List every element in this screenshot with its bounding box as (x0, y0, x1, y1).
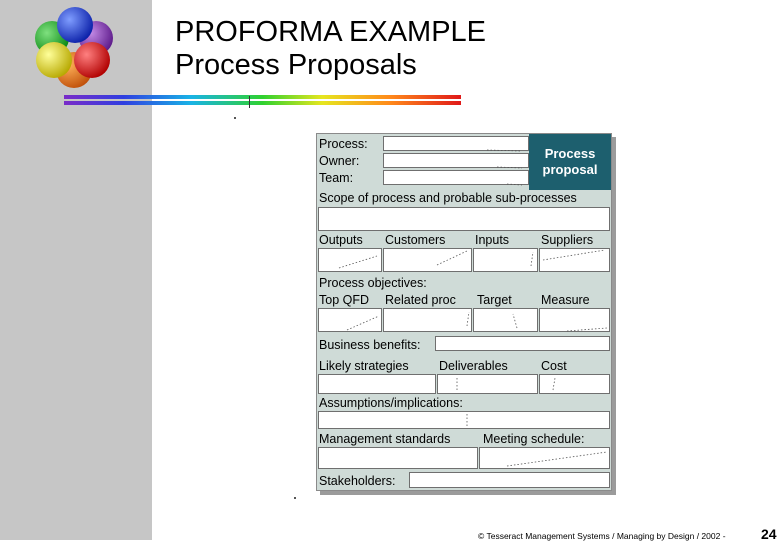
process-field[interactable] (383, 136, 529, 151)
strategies-field[interactable] (318, 374, 436, 394)
speck (294, 497, 296, 499)
owner-label: Owner: (319, 154, 360, 168)
color-spheres-logo-icon (35, 7, 113, 88)
process-proposal-badge: Process proposal (529, 134, 611, 190)
benefits-field[interactable] (435, 336, 610, 351)
objectives-label: Process objectives: (319, 276, 427, 290)
scope-label: Scope of process and probable sub-proces… (319, 191, 577, 205)
inputs-field[interactable] (473, 248, 538, 272)
footer-copyright: © Tesseract Management Systems / Managin… (478, 531, 726, 541)
speck (234, 117, 236, 119)
deliverables-field[interactable] (437, 374, 538, 394)
title-line-2: Process Proposals (175, 49, 417, 81)
suppliers-label: Suppliers (541, 233, 594, 247)
meeting-schedule-field[interactable] (479, 447, 610, 469)
related-proc-label: Related proc (385, 293, 456, 307)
owner-field[interactable] (383, 153, 529, 168)
measure-label: Measure (541, 293, 590, 307)
top-qfd-label: Top QFD (319, 293, 370, 307)
related-proc-field[interactable] (383, 308, 472, 332)
meeting-schedule-label: Meeting schedule: (483, 432, 585, 446)
scope-field[interactable] (318, 207, 610, 231)
cost-label: Cost (541, 359, 567, 373)
process-proposal-form: Process proposal Process: Owner: Team: S… (316, 133, 612, 491)
mgmt-standards-field[interactable] (318, 447, 478, 469)
outputs-field[interactable] (318, 248, 382, 272)
strategies-label: Likely strategies (319, 359, 409, 373)
divider-tick (249, 96, 250, 108)
target-field[interactable] (473, 308, 538, 332)
assumptions-field[interactable] (318, 411, 610, 429)
team-label: Team: (319, 171, 354, 185)
slide-title: PROFORMA EXAMPLE Process Proposals (175, 16, 486, 82)
customers-label: Customers (385, 233, 446, 247)
mgmt-standards-label: Management standards (319, 432, 451, 446)
title-line-1: PROFORMA EXAMPLE (175, 16, 487, 48)
team-field[interactable] (383, 170, 529, 185)
deliverables-label: Deliverables (439, 359, 508, 373)
outputs-label: Outputs (319, 233, 363, 247)
inputs-label: Inputs (475, 233, 510, 247)
rainbow-bar-icon (64, 95, 461, 105)
measure-field[interactable] (539, 308, 610, 332)
top-qfd-field[interactable] (318, 308, 382, 332)
stakeholders-field[interactable] (409, 472, 610, 488)
suppliers-field[interactable] (539, 248, 610, 272)
dotted-scribbles (338, 149, 608, 467)
slide-sidebar (0, 0, 152, 540)
customers-field[interactable] (383, 248, 472, 272)
target-label: Target (477, 293, 512, 307)
cost-field[interactable] (539, 374, 610, 394)
page-number: 24 (761, 526, 777, 542)
stakeholders-label: Stakeholders: (319, 474, 396, 488)
benefits-label: Business benefits: (319, 338, 421, 352)
assumptions-label: Assumptions/implications: (319, 396, 463, 410)
process-label: Process: (319, 137, 368, 151)
